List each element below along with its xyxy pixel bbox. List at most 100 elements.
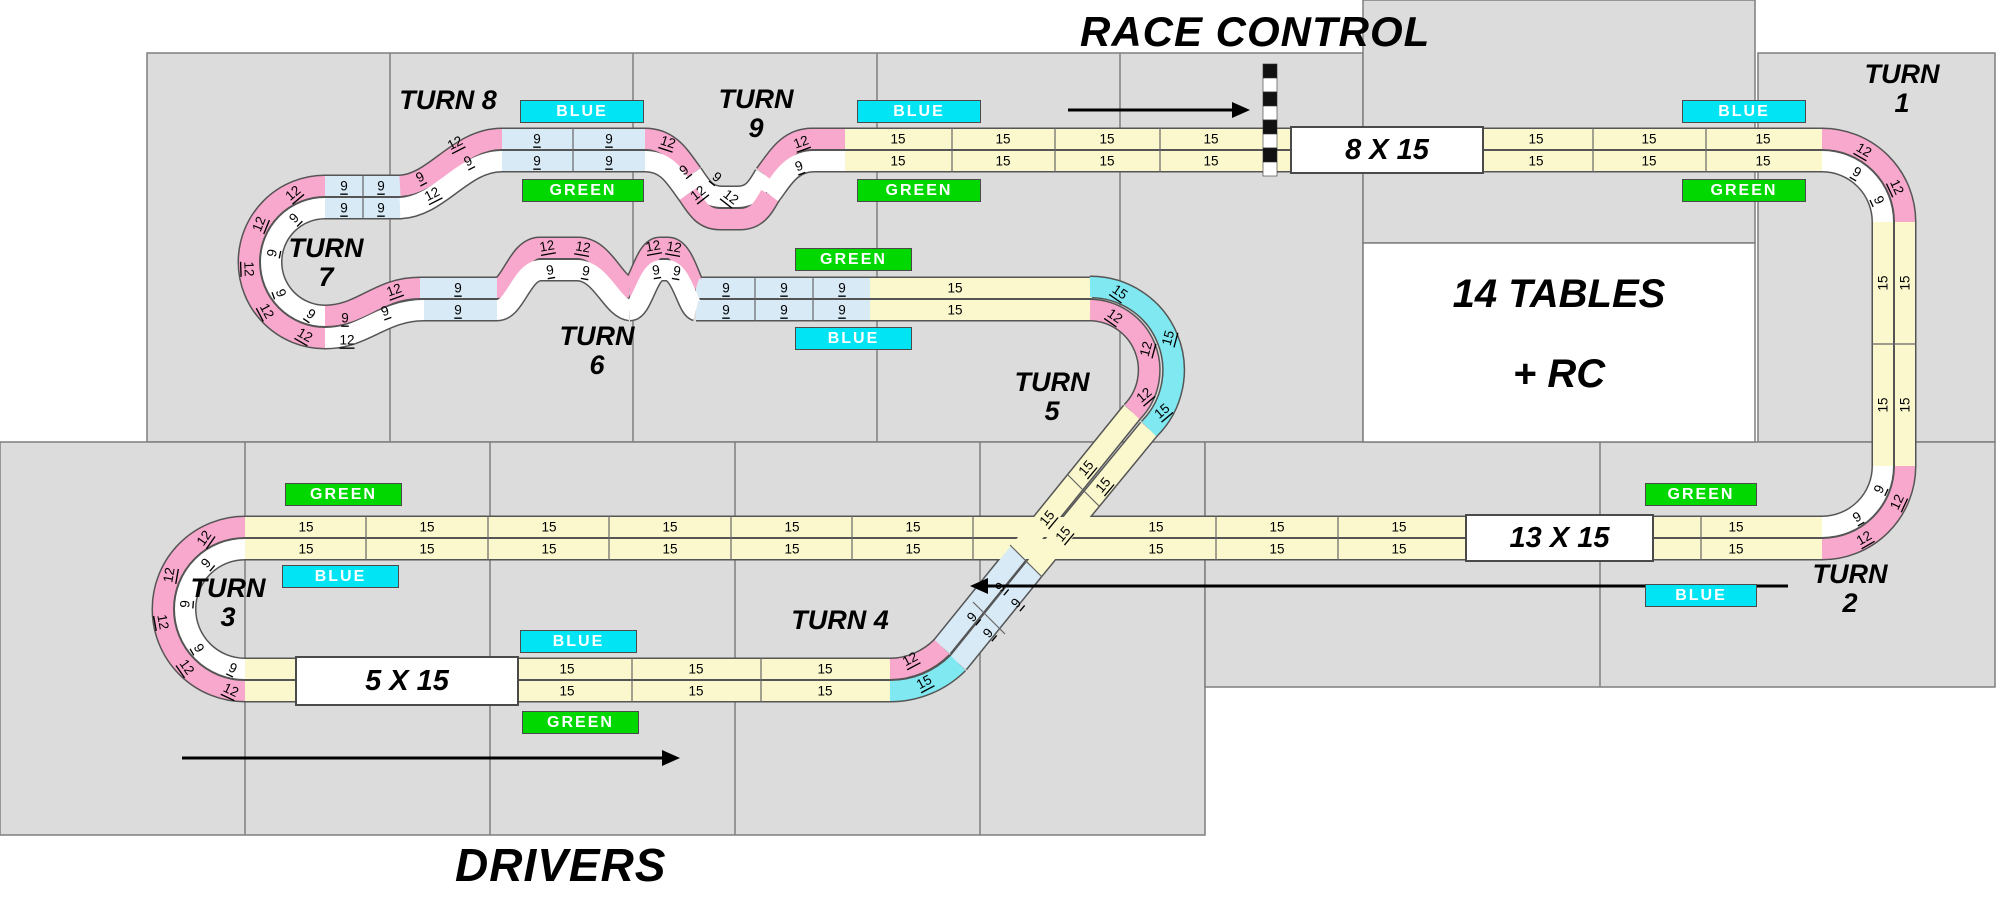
lane-color-marker-green: GREEN — [522, 179, 644, 202]
track-piece-size-label: 9 — [651, 262, 661, 278]
track-piece-size-label: 12 — [339, 333, 354, 348]
lane-color-marker-blue: BLUE — [795, 327, 912, 350]
track-piece-size-label: 15 — [1269, 542, 1284, 557]
track-piece-size-label: 15 — [1755, 154, 1770, 169]
track-segment — [398, 151, 503, 218]
track-piece-size-label: 15 — [688, 662, 703, 677]
track-piece-size-label: 15 — [559, 684, 574, 699]
turn-label: TURN 8 — [399, 85, 497, 115]
track-piece-size-label: 9 — [581, 263, 591, 279]
turn-label: TURN 1 — [1864, 59, 1940, 118]
track-segment — [1089, 276, 1184, 437]
turn-label: TURN 6 — [559, 321, 635, 380]
track-piece-size-label: 9 — [340, 201, 348, 216]
track-piece-size-label: 12 — [1137, 340, 1155, 358]
track-segment — [324, 300, 425, 348]
track-piece-size-label: 15 — [1876, 397, 1891, 412]
turn-label: TURN 5 — [1014, 367, 1090, 426]
start-finish-checkered-strip — [1262, 63, 1278, 177]
track-piece-size-label: 12 — [295, 325, 316, 346]
track-piece-size-label: 12 — [282, 182, 303, 203]
track-piece-size-label: 15 — [1391, 520, 1406, 535]
track-segment — [889, 639, 950, 679]
track-piece-size-label: 15 — [1755, 132, 1770, 147]
track-piece-size-label: 9 — [838, 281, 846, 296]
track-piece-size-label: 15 — [1148, 542, 1163, 557]
track-segment — [644, 129, 701, 180]
direction-arrow — [182, 750, 680, 766]
track-piece-size-label: 12 — [538, 237, 555, 254]
track-piece-size-label: 15 — [1075, 457, 1096, 478]
track-piece-size-label: 9 — [545, 262, 555, 278]
checker-square — [1262, 161, 1278, 177]
track-piece-size-label: 15 — [1151, 400, 1172, 421]
track-piece-size-label: 15 — [419, 520, 434, 535]
track-piece-size-label: 9 — [177, 600, 193, 609]
track-piece-size-label: 12 — [241, 261, 257, 277]
track-piece-size-label: 15 — [1092, 474, 1113, 495]
turn-label: TURN 9 — [718, 84, 794, 143]
track-segment — [494, 260, 633, 320]
track-segment — [1821, 465, 1915, 559]
lane-color-marker-green: GREEN — [795, 248, 912, 271]
track-segment — [934, 546, 1026, 654]
track-segment — [494, 238, 634, 298]
track-piece-size-label: 9 — [454, 303, 462, 318]
track-piece-size-label: 15 — [298, 542, 313, 557]
track-piece-size-label: 15 — [1876, 275, 1891, 290]
lane-color-marker-blue: BLUE — [282, 565, 399, 588]
lane-color-marker-green: GREEN — [1682, 179, 1806, 202]
track-piece-size-label: 15 — [1728, 542, 1743, 557]
lane-color-marker-blue: BLUE — [857, 100, 981, 123]
track-piece-size-label: 15 — [1898, 397, 1913, 412]
lane-color-marker-blue: BLUE — [1645, 584, 1757, 607]
track-piece-size-label: 12 — [687, 182, 708, 203]
track-piece-size-label: 9 — [605, 154, 613, 169]
track-segment — [761, 151, 845, 202]
track-piece-size-label: 15 — [1110, 282, 1131, 303]
lane-color-marker-green: GREEN — [1645, 483, 1757, 506]
track-piece-size-label: 15 — [784, 542, 799, 557]
track-segment — [679, 188, 779, 229]
track-piece-size-label: 9 — [780, 281, 788, 296]
track-piece-size-label: 12 — [384, 280, 403, 299]
tables-note-line1: 14 TABLES — [1452, 272, 1666, 316]
track-piece-size-label: 15 — [541, 542, 556, 557]
checker-square — [1262, 105, 1278, 121]
track-segment — [239, 176, 326, 348]
track-piece-size-label: 12 — [574, 238, 591, 255]
track-piece-size-label: 9 — [672, 263, 682, 279]
track-piece-size-label: 12 — [720, 186, 741, 207]
track-piece-size-label: 15 — [1036, 507, 1057, 528]
track-piece-size-label: 15 — [1203, 132, 1218, 147]
drivers-title: DRIVERS — [455, 839, 667, 891]
turn-label: TURN 4 — [791, 605, 889, 635]
track-piece-size-label: 15 — [559, 662, 574, 677]
track-piece-size-label: 12 — [791, 132, 810, 151]
track-piece-size-label: 9 — [780, 303, 788, 318]
checker-square — [1262, 119, 1278, 135]
lane-color-marker-blue: BLUE — [1682, 100, 1806, 123]
lane-color-marker-green: GREEN — [522, 711, 639, 734]
checker-square — [1262, 147, 1278, 163]
track-segment — [757, 129, 845, 182]
lane-color-marker-green: GREEN — [857, 179, 981, 202]
track-piece-size-label: 12 — [257, 301, 277, 321]
track-piece-size-label: 15 — [662, 520, 677, 535]
track-piece-size-label: 9 — [454, 281, 462, 296]
track-segment — [398, 129, 503, 196]
checker-square — [1262, 133, 1278, 149]
checker-square — [1262, 77, 1278, 93]
track-piece-size-label: 15 — [914, 672, 934, 692]
track-piece-size-label: 12 — [900, 649, 920, 669]
track-segment — [626, 260, 703, 320]
track-piece-size-label: 9 — [722, 303, 730, 318]
track-piece-size-label: 15 — [1641, 132, 1656, 147]
track-piece-size-label: 12 — [644, 237, 661, 254]
track-segment — [175, 539, 246, 679]
track-segment — [1821, 151, 1893, 223]
tables-layer — [0, 0, 1996, 836]
track-piece-size-label: 15 — [890, 154, 905, 169]
track-piece-size-label: 12 — [659, 133, 678, 152]
